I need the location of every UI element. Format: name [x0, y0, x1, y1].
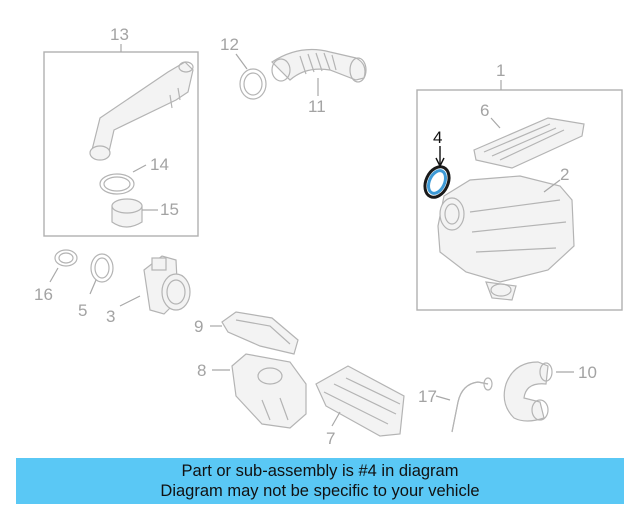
callout-6: 6 [480, 101, 489, 120]
part-16-clamp [49, 249, 78, 283]
callout-9: 9 [194, 317, 203, 336]
part-6-filter-element [473, 117, 585, 169]
part-4-seal [423, 146, 451, 199]
parts-diagram: 13 14 15 12 11 1 [34, 25, 623, 448]
part-17-hose [435, 377, 493, 433]
part-11-bellows-hose [271, 49, 367, 96]
banner-line-2: Diagram may not be specific to your vehi… [160, 482, 480, 500]
part-5-ring [89, 253, 114, 295]
assembly-1-box [416, 89, 623, 311]
callout-15: 15 [160, 200, 179, 219]
part-7-duct [315, 365, 405, 437]
callout-4: 4 [433, 128, 442, 147]
callout-10: 10 [578, 363, 597, 382]
callout-16: 16 [34, 285, 53, 304]
callout-5: 5 [78, 301, 87, 320]
callout-13: 13 [110, 25, 129, 44]
part-15-coupling [111, 198, 158, 228]
part-13-intake-duct [89, 61, 194, 161]
callout-8: 8 [197, 361, 206, 380]
part-12-clamp [235, 53, 267, 100]
part-14-clamp [99, 164, 147, 195]
part-9-resonator [210, 311, 299, 355]
part-8-intake-box [212, 353, 307, 429]
callout-2: 2 [560, 165, 569, 184]
part-2-air-cleaner-housing [437, 175, 575, 301]
part-3-mass-air-flow-sensor [119, 255, 191, 315]
callout-11: 11 [308, 97, 326, 116]
part-10-elbow [503, 361, 574, 422]
info-banner: Part or sub-assembly is #4 in diagram Di… [16, 458, 624, 504]
callout-12: 12 [220, 35, 239, 54]
callout-1: 1 [496, 61, 505, 80]
callout-7: 7 [326, 429, 335, 448]
callout-17: 17 [418, 387, 437, 406]
callout-14: 14 [150, 155, 169, 174]
callout-3: 3 [106, 307, 115, 326]
banner-line-1: Part or sub-assembly is #4 in diagram [181, 462, 459, 480]
